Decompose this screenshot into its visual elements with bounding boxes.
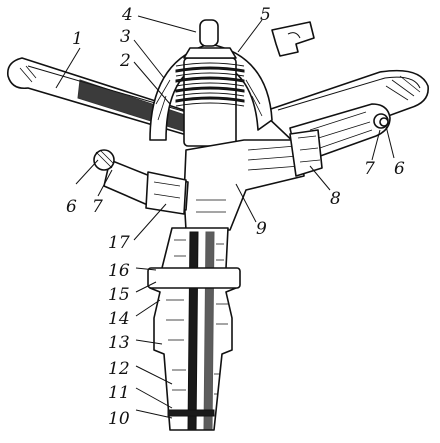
body-elbow (183, 129, 323, 231)
callout-labels: 1 2 3 4 5 6 7 6 7 8 9 10 11 12 13 14 15 … (66, 5, 405, 429)
callout-4: 4 (121, 5, 133, 25)
callout-13: 13 (108, 333, 130, 353)
left-nozzle (93, 149, 189, 215)
callout-10: 10 (108, 409, 130, 429)
spring-clip (271, 21, 315, 57)
callout-2: 2 (119, 51, 131, 71)
callout-17: 17 (108, 233, 130, 253)
callout-9: 9 (256, 219, 267, 239)
callout-11: 11 (108, 383, 130, 403)
riser-pipe (147, 227, 241, 431)
callout-7-right: 7 (364, 159, 375, 179)
callout-3: 3 (120, 27, 131, 47)
callout-1: 1 (72, 29, 83, 49)
spring-assembly (175, 19, 245, 147)
leader-lines (55, 15, 395, 419)
callout-6-right: 6 (394, 159, 405, 179)
callout-5: 5 (260, 5, 271, 25)
callout-15: 15 (108, 285, 130, 305)
callout-8: 8 (330, 189, 341, 209)
callout-6-left: 6 (66, 197, 77, 217)
callout-12: 12 (108, 359, 130, 379)
callout-14: 14 (108, 309, 130, 329)
callout-16: 16 (108, 261, 130, 281)
callout-7-left: 7 (92, 197, 103, 217)
